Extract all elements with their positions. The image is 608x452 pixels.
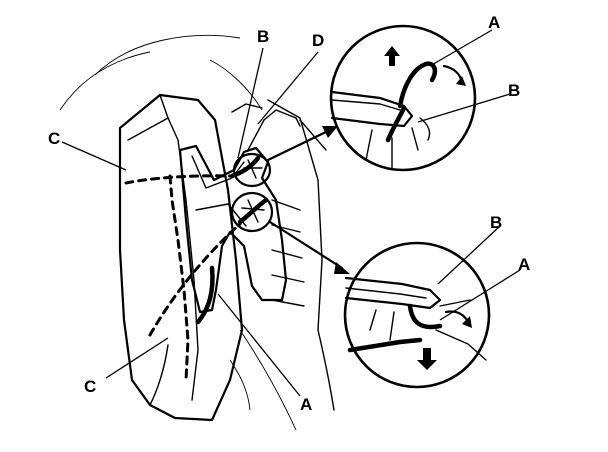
inset-top [329,24,477,172]
body-panel [59,34,335,431]
inset-bottom [343,241,491,389]
label-harness-lower: C [84,377,96,396]
seat-back-panel [118,93,244,422]
frame-bracket [178,103,301,314]
label-bracket: D [312,31,324,50]
callout-labels: A B D C B B A C A [48,13,530,414]
clip-circles [230,152,274,233]
label-clip-bottom: B [490,213,502,232]
label-wire-clip-top: A [488,13,500,32]
label-wire-clip-bottom: A [518,255,530,274]
wire-solid [195,155,269,325]
wire-harness [124,174,242,382]
label-harness-upper: C [48,129,60,148]
label-clip-main: B [508,81,520,100]
pointer-arrows [266,126,350,274]
label-clip-top: B [257,27,269,46]
label-wire-main: A [300,395,312,414]
leader-lines [61,29,521,397]
